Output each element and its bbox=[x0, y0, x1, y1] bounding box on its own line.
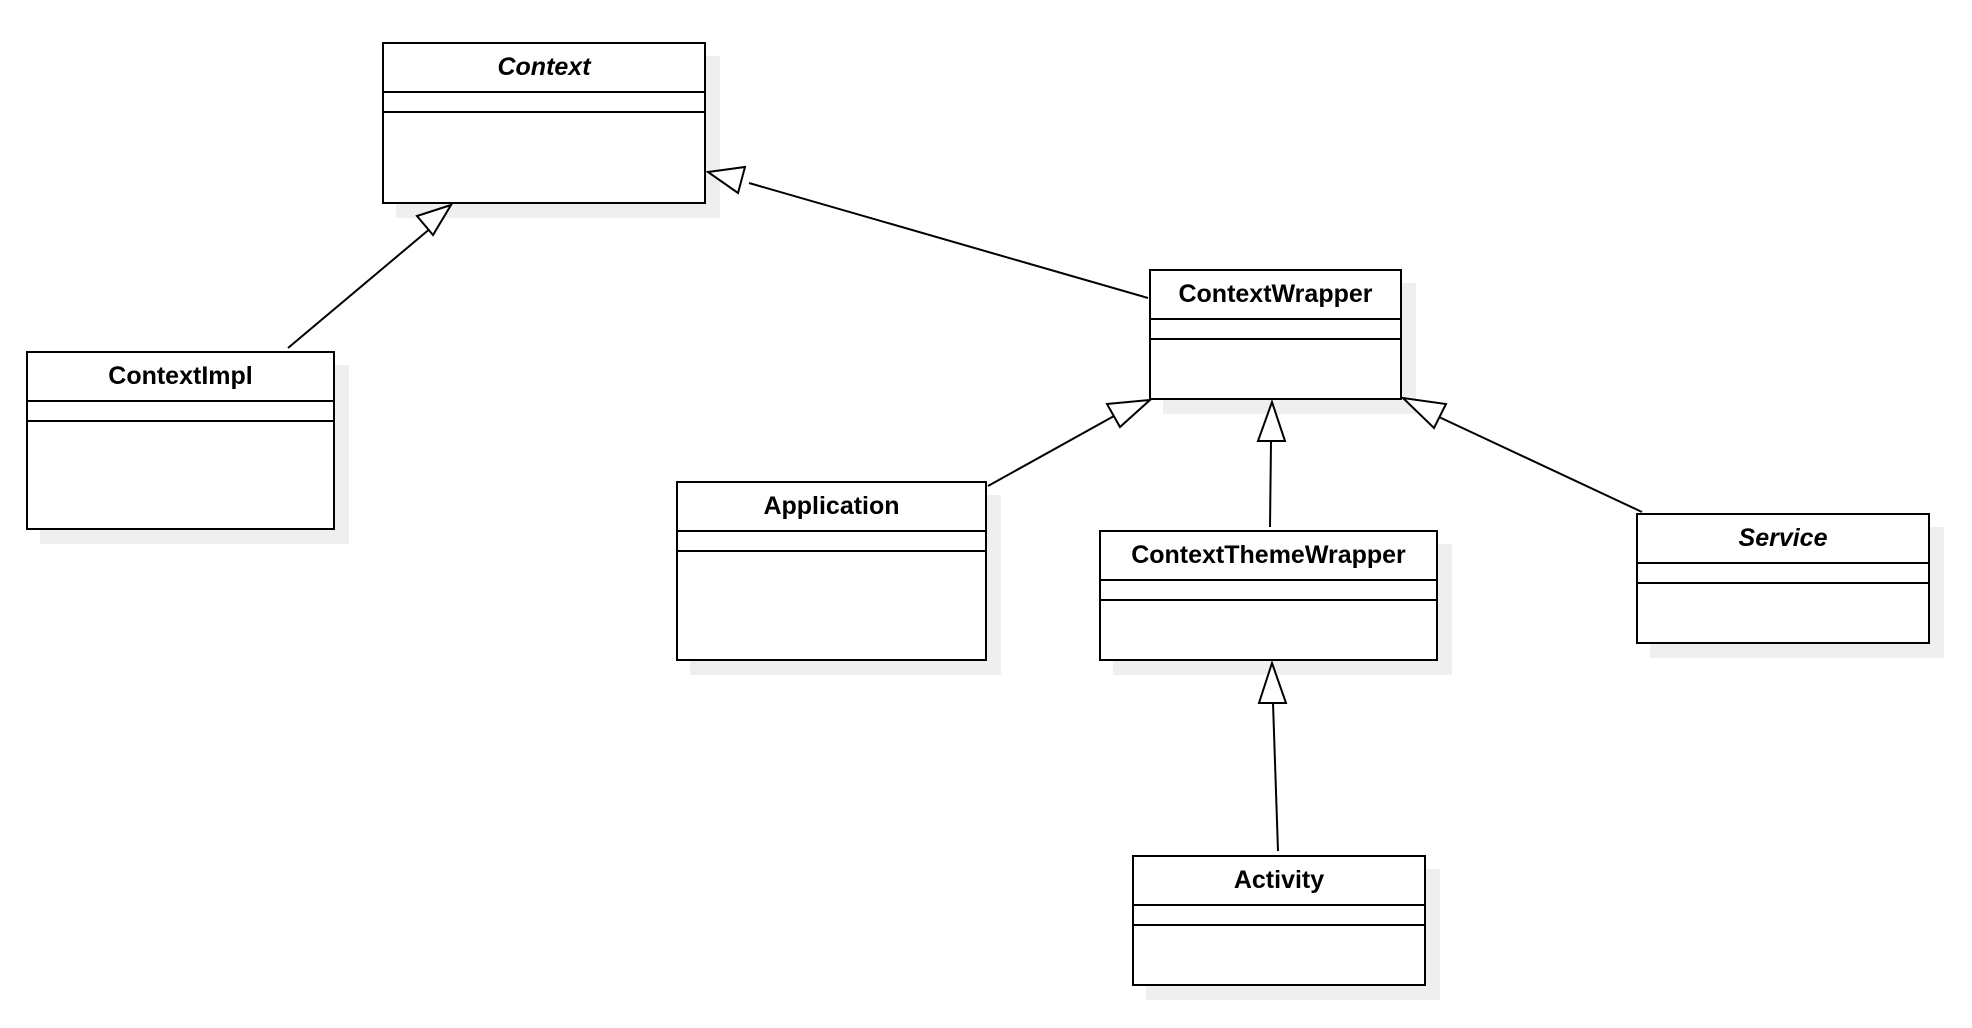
class-name: Application bbox=[678, 483, 985, 532]
generalization-arrowhead bbox=[1257, 659, 1288, 704]
edge-contextthemewrapper-to-contextwrapper bbox=[1269, 440, 1272, 528]
attributes-compartment bbox=[1101, 581, 1436, 601]
class-contextwrapper[interactable]: ContextWrapper bbox=[1149, 269, 1416, 414]
class-name: Service bbox=[1638, 515, 1928, 564]
generalization-arrowhead bbox=[1105, 398, 1153, 429]
generalization-arrowhead bbox=[1400, 396, 1448, 430]
attributes-compartment bbox=[1151, 320, 1400, 340]
class-box: Service bbox=[1636, 513, 1930, 644]
edge-activity-to-contextthemewrapper bbox=[1272, 702, 1279, 852]
generalization-arrowhead bbox=[1256, 398, 1287, 442]
edge-contextwrapper-to-context bbox=[748, 182, 1149, 299]
class-contextthemewrapper[interactable]: ContextThemeWrapper bbox=[1099, 530, 1452, 675]
class-box: ContextThemeWrapper bbox=[1099, 530, 1438, 661]
attributes-compartment bbox=[1134, 906, 1424, 926]
attributes-compartment bbox=[1638, 564, 1928, 584]
attributes-compartment bbox=[384, 93, 704, 113]
attributes-compartment bbox=[678, 532, 985, 552]
edge-contextimpl-to-context bbox=[287, 221, 439, 349]
attributes-compartment bbox=[28, 402, 333, 422]
class-name: ContextWrapper bbox=[1151, 271, 1400, 320]
class-activity[interactable]: Activity bbox=[1132, 855, 1440, 1000]
generalization-arrowhead bbox=[415, 203, 454, 237]
class-box: Activity bbox=[1132, 855, 1426, 986]
class-name: ContextImpl bbox=[28, 353, 333, 402]
class-name: Context bbox=[384, 44, 704, 93]
generalization-arrowhead bbox=[705, 165, 747, 195]
edge-application-to-contextwrapper bbox=[987, 415, 1115, 487]
class-box: ContextImpl bbox=[26, 351, 335, 530]
class-contextimpl[interactable]: ContextImpl bbox=[26, 351, 349, 544]
edge-service-to-contextwrapper bbox=[1438, 416, 1643, 513]
class-name: ContextThemeWrapper bbox=[1101, 532, 1436, 581]
class-context[interactable]: Context bbox=[382, 42, 720, 218]
class-box: Context bbox=[382, 42, 706, 204]
class-box: ContextWrapper bbox=[1149, 269, 1402, 400]
class-name: Activity bbox=[1134, 857, 1424, 906]
class-box: Application bbox=[676, 481, 987, 661]
class-application[interactable]: Application bbox=[676, 481, 1001, 675]
class-service[interactable]: Service bbox=[1636, 513, 1944, 658]
